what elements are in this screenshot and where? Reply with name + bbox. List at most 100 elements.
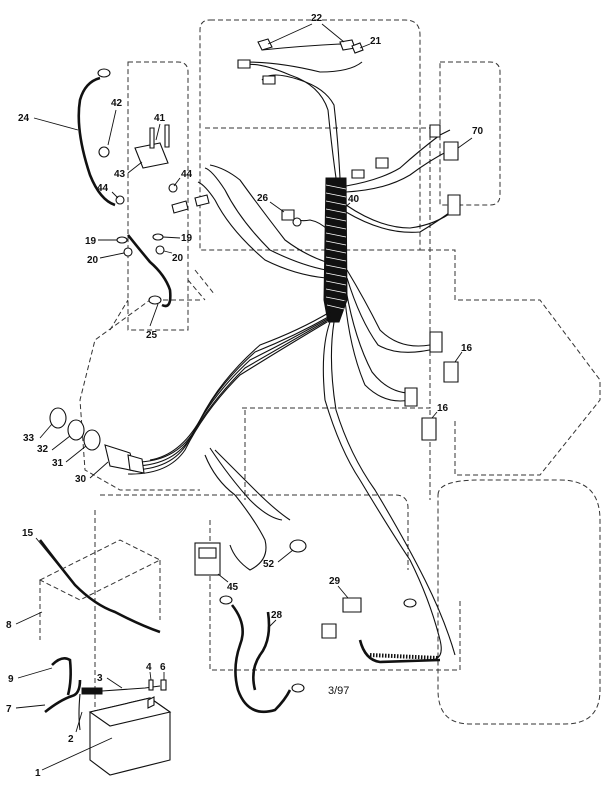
callout-16b: 16 bbox=[437, 403, 449, 414]
callout-44b: 44 bbox=[181, 169, 193, 180]
ring-terminal-25 bbox=[148, 295, 162, 305]
ring-terminal-24 bbox=[97, 68, 111, 78]
callout-24: 24 bbox=[18, 113, 30, 124]
ignition-switch-plug bbox=[127, 454, 145, 474]
callout-20a: 20 bbox=[87, 255, 99, 266]
callout-20b: 20 bbox=[172, 253, 184, 264]
leader-43 bbox=[127, 161, 143, 174]
connector-top-b bbox=[262, 75, 276, 85]
leader-42 bbox=[107, 109, 117, 146]
nut-6 bbox=[160, 679, 167, 691]
leader-29 bbox=[337, 585, 349, 599]
connector-mid-b bbox=[351, 169, 365, 179]
connector-right-mid bbox=[429, 331, 443, 353]
battery-terminal-post bbox=[147, 696, 155, 709]
leader-44b bbox=[173, 177, 181, 187]
wire-to-bottom-b bbox=[330, 321, 456, 656]
wire-right-d bbox=[345, 204, 461, 233]
fender-right-outline bbox=[420, 249, 601, 476]
leader-41 bbox=[155, 123, 161, 141]
wire-right-mid-a bbox=[346, 269, 431, 347]
leader-16a bbox=[454, 351, 463, 363]
wire-left-upper-a bbox=[204, 167, 327, 271]
ring-terminal-28a bbox=[219, 595, 233, 605]
callout-45: 45 bbox=[227, 582, 239, 593]
callout-30: 30 bbox=[75, 474, 87, 485]
leader-26 bbox=[269, 201, 285, 213]
callout-28: 28 bbox=[271, 610, 283, 621]
callout-44a: 44 bbox=[97, 183, 109, 194]
leader-20a bbox=[99, 252, 125, 259]
connector-mid-a bbox=[375, 157, 389, 169]
leader-9 bbox=[17, 667, 53, 679]
switch-26-knob bbox=[292, 217, 302, 227]
callout-19a: 19 bbox=[85, 236, 97, 247]
leader-22a bbox=[267, 23, 313, 45]
nut-32 bbox=[67, 419, 85, 441]
nut-20b bbox=[155, 245, 165, 255]
cable-9 bbox=[51, 657, 72, 696]
cable-28 bbox=[230, 604, 292, 714]
relay-16b bbox=[421, 417, 437, 441]
leader-28 bbox=[267, 619, 277, 629]
leader-40 bbox=[343, 202, 351, 209]
callout-1: 1 bbox=[35, 768, 41, 779]
dash-frame-outline bbox=[205, 127, 431, 409]
leader-70 bbox=[457, 137, 473, 149]
switch-cap-33 bbox=[49, 407, 67, 429]
fuse-holder bbox=[171, 194, 210, 214]
wire-right-mid-d bbox=[344, 299, 411, 402]
washer-31 bbox=[83, 429, 101, 451]
wire-left-lower-a bbox=[149, 311, 331, 461]
wire-right-a bbox=[345, 129, 451, 187]
callout-19b: 19 bbox=[181, 233, 193, 244]
callout-32: 32 bbox=[37, 444, 49, 455]
leader-25 bbox=[149, 303, 159, 327]
wire-right-mid-c bbox=[345, 289, 416, 394]
wire-right-c bbox=[345, 204, 456, 229]
wire-to-52 bbox=[214, 449, 291, 521]
leader-1 bbox=[41, 737, 113, 771]
callout-2: 2 bbox=[68, 734, 74, 745]
callout-15: 15 bbox=[22, 528, 34, 539]
leader-52 bbox=[277, 549, 294, 563]
washer-19a bbox=[116, 236, 128, 244]
wire-left-lower-d bbox=[129, 319, 329, 471]
frame-cross-outline bbox=[109, 269, 216, 331]
loom-coil-marks bbox=[325, 184, 347, 310]
callout-9: 9 bbox=[8, 674, 14, 685]
callout-labels: 1 2 3 4 6 7 8 9 15 16 16 19 19 20 20 21 … bbox=[6, 13, 484, 779]
connector-right-low bbox=[404, 387, 418, 407]
switch-29-plug bbox=[321, 623, 337, 639]
connector-70 bbox=[443, 141, 459, 161]
callout-3: 3 bbox=[97, 673, 103, 684]
relay-16a bbox=[443, 361, 459, 383]
wire-top-lamps bbox=[244, 43, 363, 73]
ring-terminal-28b bbox=[291, 683, 305, 693]
callout-4: 4 bbox=[146, 662, 152, 673]
main-harness-loom bbox=[323, 177, 348, 323]
wire-right-b bbox=[345, 149, 451, 193]
coil-29-wrap bbox=[369, 653, 439, 660]
connector-top-a bbox=[237, 59, 251, 69]
leader-16b bbox=[431, 411, 438, 419]
coil-29 bbox=[358, 639, 441, 664]
coiled-lead bbox=[358, 639, 441, 664]
leader-22b bbox=[321, 23, 345, 43]
callout-41: 41 bbox=[154, 113, 166, 124]
cable-3-boot bbox=[81, 687, 103, 695]
cable-25 bbox=[126, 234, 172, 308]
wire-headlight-top-2 bbox=[261, 74, 341, 179]
leader-44a bbox=[111, 191, 119, 199]
headlight-socket-22a bbox=[257, 38, 273, 51]
connector-70b bbox=[429, 124, 441, 138]
center-box-outline bbox=[244, 410, 431, 500]
cable-2 bbox=[78, 693, 81, 731]
headlight-bulb-21 bbox=[351, 42, 364, 54]
wire-left-upper-c bbox=[209, 164, 327, 263]
bolt-42 bbox=[98, 146, 110, 158]
components bbox=[38, 38, 461, 776]
callout-7: 7 bbox=[6, 704, 12, 715]
leader-24 bbox=[33, 117, 79, 131]
